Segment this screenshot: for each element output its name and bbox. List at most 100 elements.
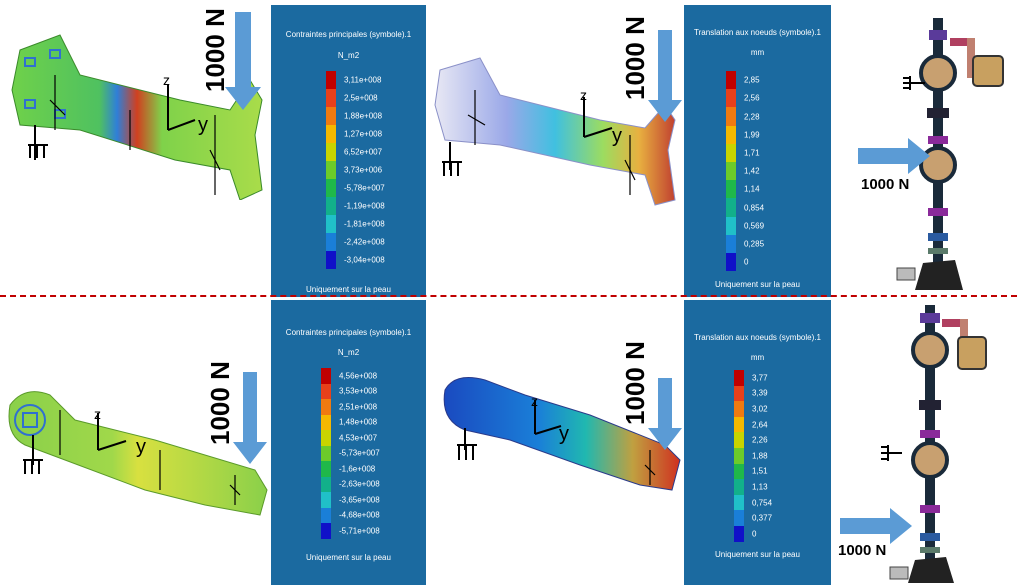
legend-tick-label: 1,99 <box>744 130 760 140</box>
axis-y-label: y <box>559 423 569 445</box>
legend-tick-label: 0,754 <box>752 498 773 508</box>
legend-tick-label: 1,88 <box>752 451 768 461</box>
color-scale <box>726 71 736 272</box>
axis-y-label: y <box>198 114 208 136</box>
color-scale-segment <box>734 416 744 433</box>
color-scale-segment <box>321 461 331 477</box>
legend-footer: Uniquement sur la peau <box>306 285 391 294</box>
force-label-top-right: 1000 N <box>861 176 910 193</box>
color-scale-segment <box>321 368 331 384</box>
color-scale-segment <box>326 143 336 161</box>
legend-tick-label: 1,27e+008 <box>344 129 383 139</box>
color-scale-segment <box>321 492 331 508</box>
legend-tick-label: -2,42e+008 <box>344 237 385 247</box>
legend-tick-label: 1,14 <box>744 184 760 194</box>
legend-tick-label: 4,56e+008 <box>339 371 378 381</box>
color-scale-segment <box>726 161 736 181</box>
legend-tick-label: 2,26 <box>752 435 768 445</box>
displacement-model-bottom <box>443 377 681 491</box>
legend-tick-label: 0 <box>752 529 757 539</box>
legend-stress-top: Contraintes principales (symbole).1 N_m2… <box>271 5 426 297</box>
legend-tick-label: 0,569 <box>744 221 765 231</box>
legend-tick-label: 2,56 <box>744 93 760 103</box>
legend-displacement-top: Translation aux noeuds (symbole).1 mm 2,… <box>684 5 831 297</box>
color-scale-segment <box>326 233 336 251</box>
legend-tick-label: 1,51 <box>752 466 768 476</box>
legend-tick-label: 2,85 <box>744 75 760 85</box>
axis-z-label: z <box>580 92 587 103</box>
legend-title: Contraintes principales (symbole).1 <box>285 30 412 39</box>
robot-arm-assembly-top <box>896 18 1004 290</box>
legend-tick-label: 0,285 <box>744 239 765 249</box>
color-scale-segment <box>734 385 744 402</box>
legend-tick-label: 2,28 <box>744 112 760 121</box>
color-scale-segment <box>321 523 331 539</box>
color-scale-segment <box>726 252 736 272</box>
axis-triad-bottom-left: z y <box>94 406 146 458</box>
legend-displacement-bottom: Translation aux noeuds (symbole).1 mm 3,… <box>684 300 831 585</box>
legend-tick-label: -2,63e+008 <box>339 479 380 489</box>
legend-tick-label: -1,81e+008 <box>344 219 385 229</box>
axis-y-label: y <box>136 436 146 458</box>
legend-tick-label: 3,77 <box>752 373 768 383</box>
legend-tick-label: 3,73e+006 <box>344 165 383 175</box>
color-scale-segment <box>734 447 744 464</box>
legend-tick-label: -5,71e+008 <box>339 526 380 536</box>
color-scale <box>321 368 331 539</box>
color-scale-segment <box>321 476 331 492</box>
legend-title: Translation aux noeuds (symbole).1 <box>694 333 821 342</box>
force-label-bottom-middle: 1000 N <box>620 341 650 425</box>
legend-unit: N_m2 <box>337 51 360 60</box>
color-scale-segment <box>321 383 331 399</box>
axis-triad-bottom-middle: z y <box>531 393 569 445</box>
legend-tick-label: 2,5e+008 <box>344 93 378 103</box>
color-scale-segment <box>734 401 744 417</box>
legend-tick-label: 1,88e+008 <box>344 111 383 121</box>
color-scale-segment <box>726 89 736 108</box>
force-arrow-right-top <box>858 138 930 174</box>
axis-triad-top-left: z y <box>163 75 208 136</box>
legend-footer: Uniquement sur la peau <box>306 553 391 562</box>
color-scale-segment <box>326 215 336 233</box>
legend-unit: mm <box>750 48 765 57</box>
robot-arm-assembly-bottom <box>881 305 987 583</box>
color-scale-segment <box>321 414 331 430</box>
stress-model-top <box>11 34 263 200</box>
axis-z-label: z <box>531 393 538 409</box>
color-scale-segment <box>726 216 736 235</box>
legend-footer: Uniquement sur la peau <box>715 280 800 289</box>
legend-tick-label: 0,854 <box>744 203 765 212</box>
color-scale-segment <box>726 180 736 199</box>
color-scale-segment <box>734 479 744 495</box>
legend-tick-label: 2,51e+008 <box>339 402 378 412</box>
force-label-bottom-right: 1000 N <box>838 542 887 559</box>
color-scale <box>734 370 744 542</box>
color-scale-segment <box>726 143 736 162</box>
section-divider <box>0 295 1017 297</box>
color-scale-segment <box>326 71 336 89</box>
force-label-top-middle: 1000 N <box>620 16 650 100</box>
legend-tick-label: 0,377 <box>752 513 773 523</box>
color-scale-segment <box>726 71 736 90</box>
legend-tick-label: -5,78e+007 <box>344 183 385 193</box>
legend-tick-label: 0 <box>744 257 749 267</box>
color-scale-segment <box>734 510 744 526</box>
axis-z-label: z <box>163 75 170 88</box>
color-scale-segment <box>726 198 736 217</box>
force-arrow-down-bottom-left <box>233 372 267 464</box>
axis-triad-top-middle: z y <box>580 92 622 147</box>
color-scale-segment <box>321 507 331 523</box>
legend-tick-label: 3,53e+008 <box>339 386 378 396</box>
force-arrow-down-top-left <box>225 12 261 110</box>
displacement-model-top <box>434 57 676 206</box>
legend-tick-label: -1,6e+008 <box>339 464 376 474</box>
legend-tick-label: -3,65e+008 <box>339 495 380 505</box>
legend-tick-label: -1,19e+008 <box>344 201 385 211</box>
axis-y-label: y <box>612 125 622 147</box>
legend-tick-label: 1,71 <box>744 148 760 158</box>
color-scale-segment <box>734 432 744 448</box>
legend-tick-label: 1,42 <box>744 166 760 176</box>
legend-tick-label: 3,11e+008 <box>344 75 382 85</box>
legend-unit: mm <box>750 353 765 362</box>
legend-tick-label: -3,04e+008 <box>344 255 385 265</box>
